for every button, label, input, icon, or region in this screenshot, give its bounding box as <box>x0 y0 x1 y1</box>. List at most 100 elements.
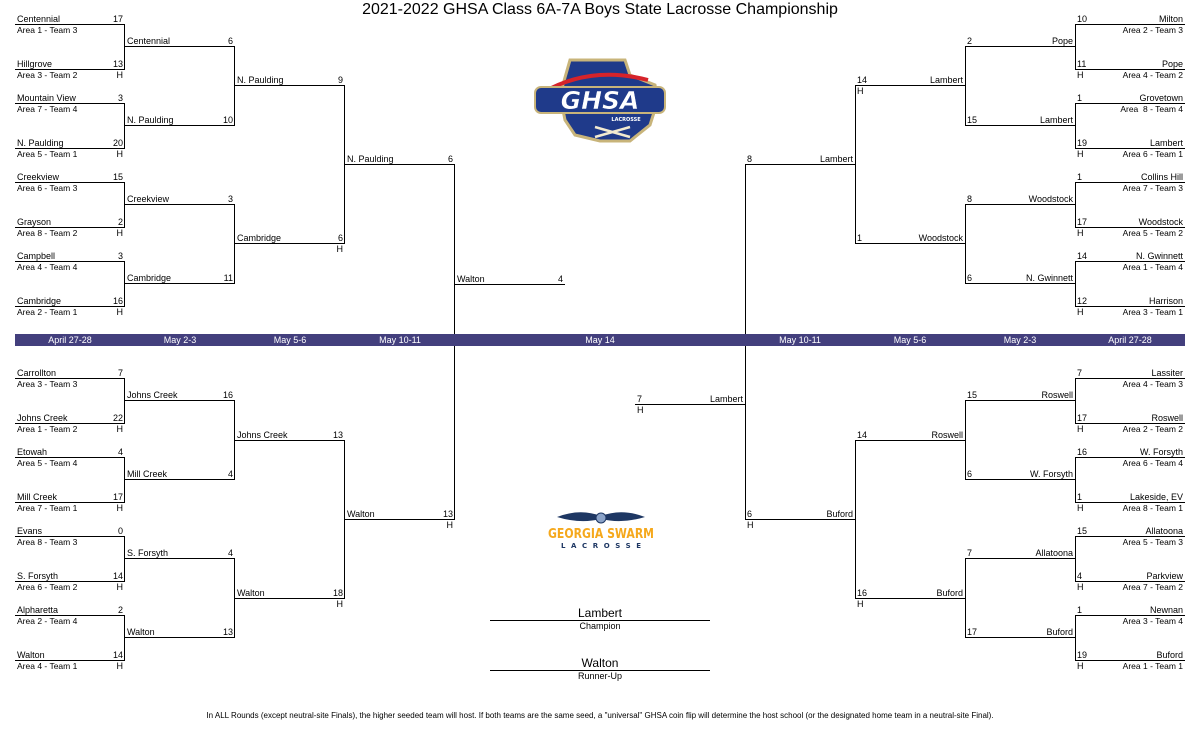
team-area-seed: Area 7 - Team 1 <box>17 503 78 513</box>
bracket-connector <box>124 182 125 228</box>
bracket-connector <box>1075 378 1076 424</box>
team-name: Parkview <box>1146 571 1183 581</box>
team-area-seed: Area 5 - Team 1 <box>17 149 78 159</box>
round-date-label: May 14 <box>585 335 615 345</box>
team-score: 7 <box>967 548 973 558</box>
svg-text:GEORGIA SWARM: GEORGIA SWARM <box>548 527 654 542</box>
bracket-connector <box>855 85 856 244</box>
team-area-seed: Area 3 - Team 2 <box>17 70 78 80</box>
page-title: 2021-2022 GHSA Class 6A-7A Boys State La… <box>362 1 838 18</box>
team-area-seed: Area 4 - Team 4 <box>17 262 78 272</box>
round-date-label: May 5-6 <box>273 335 307 345</box>
team-score: 8 <box>967 194 973 204</box>
team-score: 3 <box>117 93 123 103</box>
team-name: Lambert <box>929 75 963 85</box>
team-score: 1 <box>1077 93 1083 103</box>
team-score: 17 <box>112 14 123 24</box>
team-name: N. Paulding <box>237 75 284 85</box>
team-name: Centennial <box>17 14 61 24</box>
bracket-connector <box>234 400 235 480</box>
team-score: 14 <box>112 650 123 660</box>
home-marker: H <box>116 307 124 317</box>
bracket-slot: N. Paulding 9 <box>235 74 345 86</box>
bracket-connector <box>124 457 125 503</box>
team-area-seed: Area 8 - Team 2 <box>17 228 78 238</box>
bracket-connector <box>234 204 235 284</box>
team-score: 2 <box>117 217 123 227</box>
team-score: 11 <box>1077 59 1087 69</box>
team-score: 6 <box>967 273 973 283</box>
team-name: Collins Hill <box>1140 172 1183 182</box>
home-marker: H <box>747 520 754 530</box>
home-marker: H <box>1077 582 1084 592</box>
team-name: Walton <box>457 274 485 284</box>
bracket-connector <box>1075 24 1076 70</box>
team-score: 15 <box>112 172 123 182</box>
team-name: S. Forsyth <box>17 571 59 581</box>
home-marker: H <box>1077 307 1084 317</box>
team-score: 6 <box>447 154 453 164</box>
team-name: Creekview <box>17 172 60 182</box>
team-name: Harrison <box>1148 296 1183 306</box>
team-name: Pope <box>1161 59 1183 69</box>
team-name: Lakeside, EV <box>1129 492 1183 502</box>
bracket-connector <box>965 558 966 638</box>
home-marker: H <box>446 520 454 530</box>
team-name: Buford <box>1156 650 1183 660</box>
team-area-seed: Area 5 - Team 4 <box>17 458 78 468</box>
team-score: 6 <box>227 36 233 46</box>
team-score: 6 <box>337 233 343 243</box>
team-score: 6 <box>967 469 973 479</box>
team-name: N. Paulding <box>127 115 174 125</box>
team-score: 7 <box>1077 368 1083 378</box>
team-name: Newnan <box>1149 605 1183 615</box>
team-name: Buford <box>1046 627 1073 637</box>
home-marker: H <box>1077 661 1084 671</box>
team-area-seed: Area 5 - Team 2 <box>1122 228 1183 238</box>
team-score: 7 <box>117 368 123 378</box>
home-marker: H <box>116 582 124 592</box>
team-area-seed: Area 3 - Team 1 <box>1122 307 1183 317</box>
home-marker: H <box>1077 70 1084 80</box>
team-score: 13 <box>332 430 343 440</box>
bracket-slot: Johns Creek 13 <box>235 429 345 441</box>
team-name: Lambert <box>1149 138 1183 148</box>
team-score: 15 <box>967 390 978 400</box>
team-name: Campbell <box>17 251 56 261</box>
svg-text:LACROSSE: LACROSSE <box>611 117 641 123</box>
team-score: 14 <box>112 571 123 581</box>
team-score: 16 <box>857 588 868 598</box>
team-name: Carrollton <box>17 368 57 378</box>
team-score: 13 <box>112 59 123 69</box>
home-marker: H <box>116 503 124 513</box>
team-area-seed: Area 7 - Team 3 <box>1122 183 1183 193</box>
team-name: Johns Creek <box>237 430 288 440</box>
team-name: Woodstock <box>918 233 963 243</box>
team-area-seed: Area 7 - Team 4 <box>17 104 78 114</box>
team-score: 9 <box>337 75 343 85</box>
team-area-seed: Area 8 - Team 4 <box>1120 104 1183 114</box>
